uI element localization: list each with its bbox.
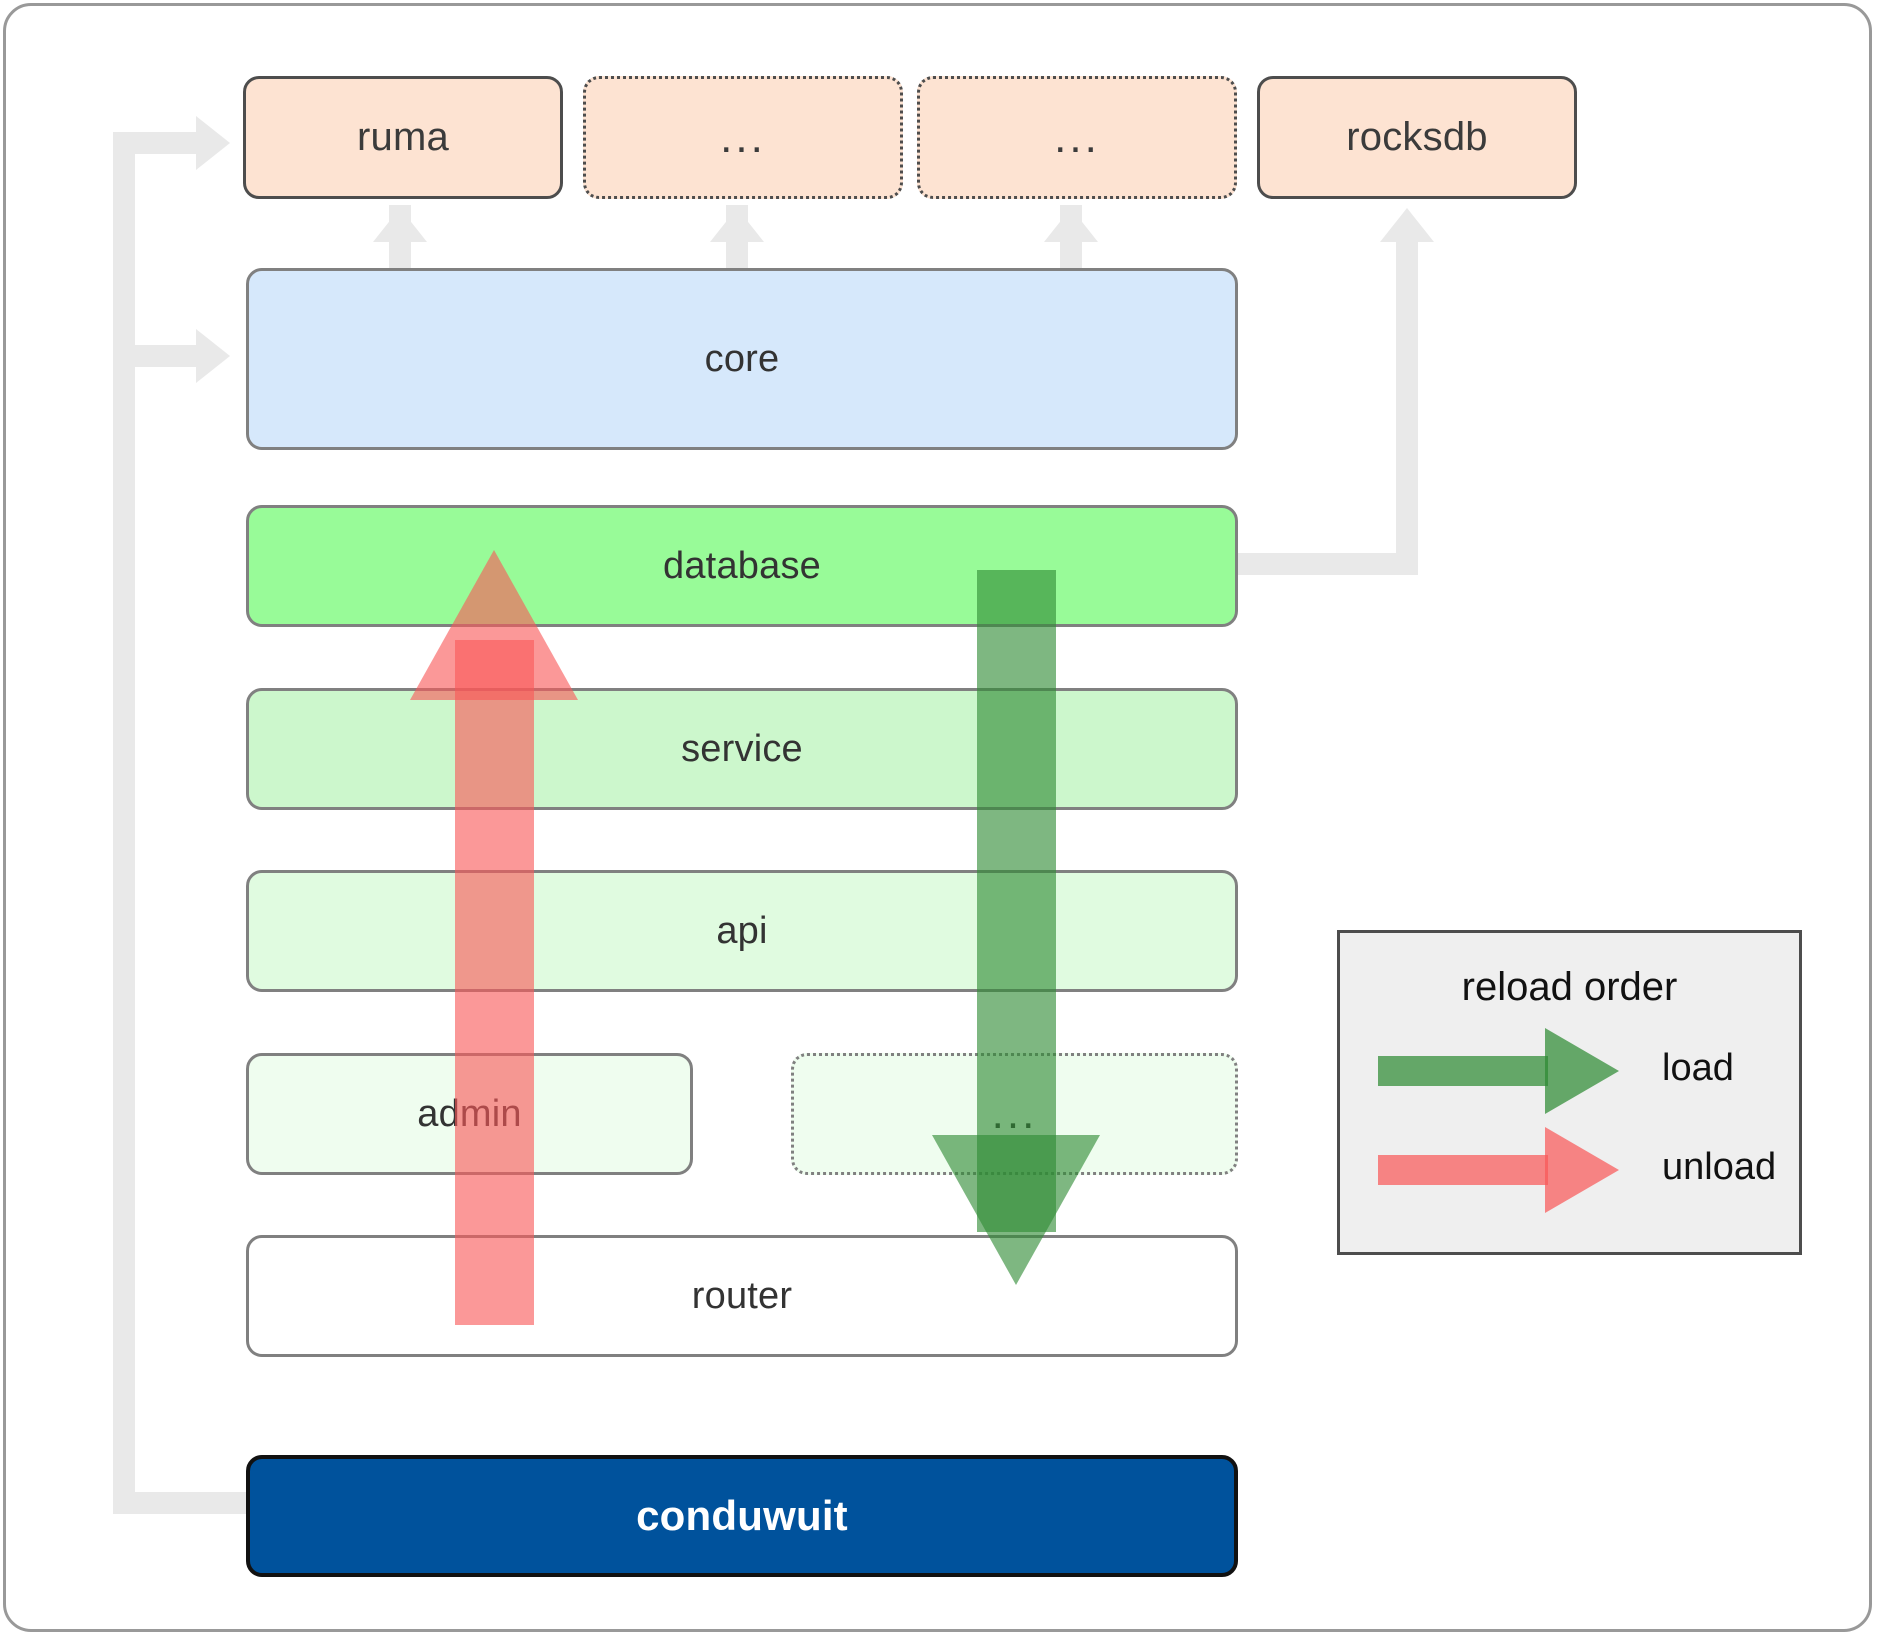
layer-database-label: database [663, 544, 821, 587]
root-conduwuit-label: conduwuit [636, 1492, 848, 1539]
crate-ruma[interactable]: ruma [243, 76, 563, 199]
connector-core-to-ellipsis1-arrowhead [710, 208, 764, 242]
connector-database-to-rocksdb-vertical [1396, 240, 1418, 575]
diagram-frame [3, 3, 1872, 1632]
legend-unload-label: unload [1662, 1146, 1777, 1188]
layer-service[interactable]: service [246, 688, 1238, 810]
legend-unload-shaft [1378, 1155, 1548, 1185]
connector-arrowhead-ruma [196, 116, 230, 170]
connector-branch-core [113, 345, 201, 367]
layer-api[interactable]: api [246, 870, 1238, 992]
crate-ellipsis-2[interactable]: ... [917, 76, 1237, 199]
connector-conduwuit-vertical [113, 132, 135, 1514]
crate-rocksdb-label: rocksdb [1346, 115, 1488, 159]
layer-core-label: core [704, 337, 780, 380]
connector-database-to-rocksdb-arrowhead [1380, 208, 1434, 242]
legend-unload-arrowhead [1545, 1127, 1619, 1213]
layer-service-label: service [681, 727, 803, 770]
load-flow-shaft [977, 570, 1056, 1232]
crate-rocksdb[interactable]: rocksdb [1257, 76, 1577, 199]
connector-core-to-ruma-arrowhead [373, 208, 427, 242]
legend-panel: reload order load unload [1337, 930, 1802, 1255]
layer-api-label: api [716, 909, 768, 952]
crate-ellipsis-1[interactable]: ... [583, 76, 903, 199]
crate-ruma-label: ruma [357, 115, 449, 159]
connector-database-to-rocksdb-horizontal [1216, 553, 1406, 575]
legend-title: reload order [1461, 965, 1678, 1009]
legend-load-shaft [1378, 1056, 1548, 1086]
connector-core-to-ellipsis2-arrowhead [1044, 208, 1098, 242]
connector-conduwuit-horizontal [113, 1492, 248, 1514]
layer-core[interactable]: core [246, 268, 1238, 450]
unload-flow-arrowhead [410, 550, 578, 700]
connector-arrowhead-core [196, 329, 230, 383]
legend-row-unload: unload [1340, 933, 1799, 1252]
layer-router-label: router [691, 1274, 793, 1317]
root-conduwuit[interactable]: conduwuit [246, 1455, 1238, 1577]
load-flow-arrowhead [932, 1135, 1100, 1285]
layer-database[interactable]: database [246, 505, 1238, 627]
legend-row-load: load [1340, 933, 1799, 1252]
legend-load-label: load [1662, 1047, 1734, 1089]
crate-ellipsis-2-label: ... [1054, 112, 1100, 162]
legend-load-arrowhead [1545, 1028, 1619, 1114]
unload-flow-shaft [455, 640, 534, 1325]
crate-ellipsis-1-label: ... [720, 112, 766, 162]
connector-branch-ruma [113, 132, 201, 154]
